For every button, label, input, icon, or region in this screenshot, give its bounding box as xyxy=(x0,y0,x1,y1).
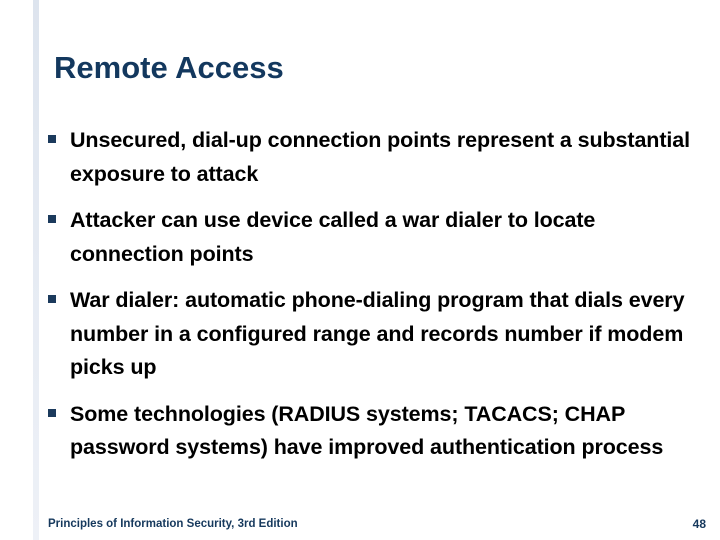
slide-footer: Principles of Information Security, 3rd … xyxy=(48,517,706,531)
bullet-text: War dialer: automatic phone-dialing prog… xyxy=(70,288,685,379)
square-bullet-icon xyxy=(48,124,70,143)
square-bullet-icon xyxy=(48,284,70,303)
bullet-text: Unsecured, dial-up connection points rep… xyxy=(70,128,690,186)
slide-page-number: 48 xyxy=(692,517,706,531)
slide-title: Remote Access xyxy=(54,50,284,85)
list-item: Attacker can use device called a war dia… xyxy=(48,204,708,271)
list-item: War dialer: automatic phone-dialing prog… xyxy=(48,284,708,385)
list-item: Some technologies (RADIUS systems; TACAC… xyxy=(48,398,708,465)
bullet-text: Some technologies (RADIUS systems; TACAC… xyxy=(70,401,664,460)
footer-source-text: Principles of Information Security, 3rd … xyxy=(48,518,298,530)
list-item: Unsecured, dial-up connection points rep… xyxy=(48,124,708,191)
bullet-text: Attacker can use device called a war dia… xyxy=(70,208,596,266)
bullet-list: Unsecured, dial-up connection points rep… xyxy=(48,124,708,478)
sidebar-edge-band xyxy=(33,0,39,540)
square-bullet-icon xyxy=(48,204,70,223)
square-bullet-icon xyxy=(48,398,70,417)
decorative-striped-sidebar xyxy=(0,0,33,540)
